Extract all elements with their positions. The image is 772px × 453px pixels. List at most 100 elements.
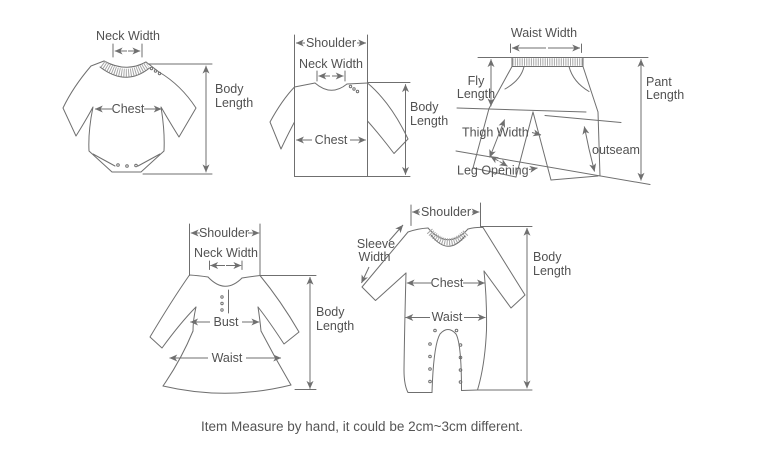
romper-sleeve-width-label-line2: Width xyxy=(359,250,391,264)
shorts-left-leg-hem xyxy=(472,167,517,178)
bodysuit-body-length-label-line2: Length xyxy=(215,96,253,110)
sweater-measures xyxy=(295,39,409,175)
dress-sleeve-left xyxy=(149,274,197,349)
bodysuit-outline xyxy=(62,60,197,173)
bodysuit-shoulder-buttons xyxy=(149,66,162,76)
dress-neck-width-label: Neck Width xyxy=(194,246,258,260)
romper-garment xyxy=(361,202,533,393)
romper-neckline-inner xyxy=(430,234,466,247)
dress-shoulder-seam-right xyxy=(241,275,261,279)
romper-sleeve-right xyxy=(482,227,526,309)
shorts-leg-opening-arrow xyxy=(490,155,508,167)
sweater-neck-width-label: Neck Width xyxy=(299,57,363,71)
bodysuit-neck-width-label: Neck Width xyxy=(96,29,160,43)
bodysuit-leg-binding-left xyxy=(92,153,116,167)
shorts-waist-width-label: Waist Width xyxy=(511,26,577,40)
romper-waist-label: Waist xyxy=(432,310,463,324)
sweater-body-length-label-line1: Body xyxy=(410,100,439,114)
romper-measures xyxy=(361,208,531,389)
dress-bodice-left xyxy=(192,306,197,332)
sweater-shoulder-buttons xyxy=(348,84,360,94)
shorts-measures xyxy=(487,43,645,181)
shorts-leg-opening-label: Leg Opening xyxy=(457,164,529,178)
shorts-fly-length-label-line1: Fly xyxy=(468,74,485,88)
shorts-pocket-left xyxy=(504,66,525,90)
shorts-right-leg-hem xyxy=(550,175,599,181)
bodysuit-chest-label: Chest xyxy=(112,102,145,116)
shorts-diagram: Waist Width Fly Length Pant Length Thigh… xyxy=(455,26,684,185)
dress-measures xyxy=(169,229,314,389)
bodysuit-snaps xyxy=(116,163,138,168)
shorts-outseam-top-ref xyxy=(544,115,622,123)
dress-placket-buttons xyxy=(220,295,224,312)
dress-skirt-left xyxy=(162,330,194,387)
shorts-waistband xyxy=(511,57,584,67)
sweater-body-length-label-line2: Length xyxy=(410,114,448,128)
dress-shoulder-label: Shoulder xyxy=(199,226,249,240)
shorts-outseam-arrow xyxy=(582,126,597,172)
dress-sleeve-right xyxy=(257,275,300,345)
sweater-shoulder-seam-right xyxy=(346,82,368,85)
romper-hem-right xyxy=(461,389,478,391)
dress-diagram: Shoulder Neck Width Bust Waist Body Leng… xyxy=(149,223,354,394)
shorts-left-leg-outer xyxy=(472,108,490,169)
shorts-crotch-line xyxy=(456,107,587,113)
shorts-thigh-width-pointer xyxy=(531,129,542,137)
romper-shoulder-seam-left xyxy=(407,227,429,233)
shorts-pant-length-label-line1: Pant xyxy=(646,75,672,89)
dress-bust-label: Bust xyxy=(213,315,239,329)
dress-garment xyxy=(149,223,317,394)
sweater-sleeve-right xyxy=(367,82,409,154)
bodysuit-collar-inner xyxy=(99,66,150,78)
bodysuit-body-length-label-line1: Body xyxy=(215,82,244,96)
dress-hem xyxy=(162,384,292,394)
shorts-leg-opening-pointer xyxy=(528,165,538,173)
romper-body-length-label-line1: Body xyxy=(533,250,562,264)
shorts-thigh-width-arrow xyxy=(489,119,506,158)
sweater-shoulder-label: Shoulder xyxy=(306,36,356,50)
shorts-fly-length-label-line2: Length xyxy=(457,87,495,101)
sweater-garment xyxy=(269,34,411,177)
dress-body-length-label-line2: Length xyxy=(316,319,354,333)
bodysuit-measures xyxy=(94,43,213,175)
shorts-left-leg-inner xyxy=(515,111,534,178)
dress-waist-label: Waist xyxy=(212,351,243,365)
romper-diagram: Shoulder Sleeve Width Chest Waist Body L… xyxy=(357,202,571,393)
bodysuit-leg-binding-right xyxy=(137,153,161,167)
shorts-garment xyxy=(455,57,651,185)
shorts-hem-ext-line xyxy=(455,150,651,185)
shorts-right-leg-outer xyxy=(597,111,601,177)
shorts-pocket-right xyxy=(568,66,590,92)
bodysuit-collar-outer xyxy=(103,60,147,68)
sweater-chest-label: Chest xyxy=(315,133,348,147)
sweater-shoulder-seam-left xyxy=(294,82,316,88)
shorts-thigh-width-label: Thigh Width xyxy=(462,126,529,140)
bodysuit-collar-rib xyxy=(100,60,150,77)
shorts-right-leg-inner xyxy=(532,111,552,181)
bodysuit-diagram: Neck Width Chest Body Length xyxy=(62,29,253,175)
romper-body-right xyxy=(477,270,488,391)
dress-bodice-right xyxy=(257,306,262,332)
bodysuit-garment xyxy=(62,60,197,173)
sweater-neckline xyxy=(314,82,348,91)
dress-neckline xyxy=(207,276,243,287)
romper-shoulder-seam-right xyxy=(467,226,484,230)
sweater-diagram: Shoulder Neck Width Chest Body Length xyxy=(269,34,448,177)
romper-body-left xyxy=(403,272,409,393)
shorts-outseam-label: outseam xyxy=(592,143,640,157)
romper-body-length-label-line2: Length xyxy=(533,264,571,278)
shorts-pant-length-label-line2: Length xyxy=(646,88,684,102)
romper-sleeve-width-arrow xyxy=(361,224,404,284)
romper-collar-rib xyxy=(426,228,470,246)
romper-sleeve-width-label-line1: Sleeve xyxy=(357,237,395,251)
sweater-sleeve-left xyxy=(269,86,295,150)
romper-snaps xyxy=(428,328,463,384)
romper-shoulder-label: Shoulder xyxy=(421,205,471,219)
dress-body-length-label-line1: Body xyxy=(316,305,345,319)
measure-note: Item Measure by hand, it could be 2cm~3c… xyxy=(201,419,523,434)
shorts-seam-right xyxy=(582,66,599,113)
dress-shoulder-seam-left xyxy=(189,274,209,278)
romper-chest-label: Chest xyxy=(431,276,464,290)
